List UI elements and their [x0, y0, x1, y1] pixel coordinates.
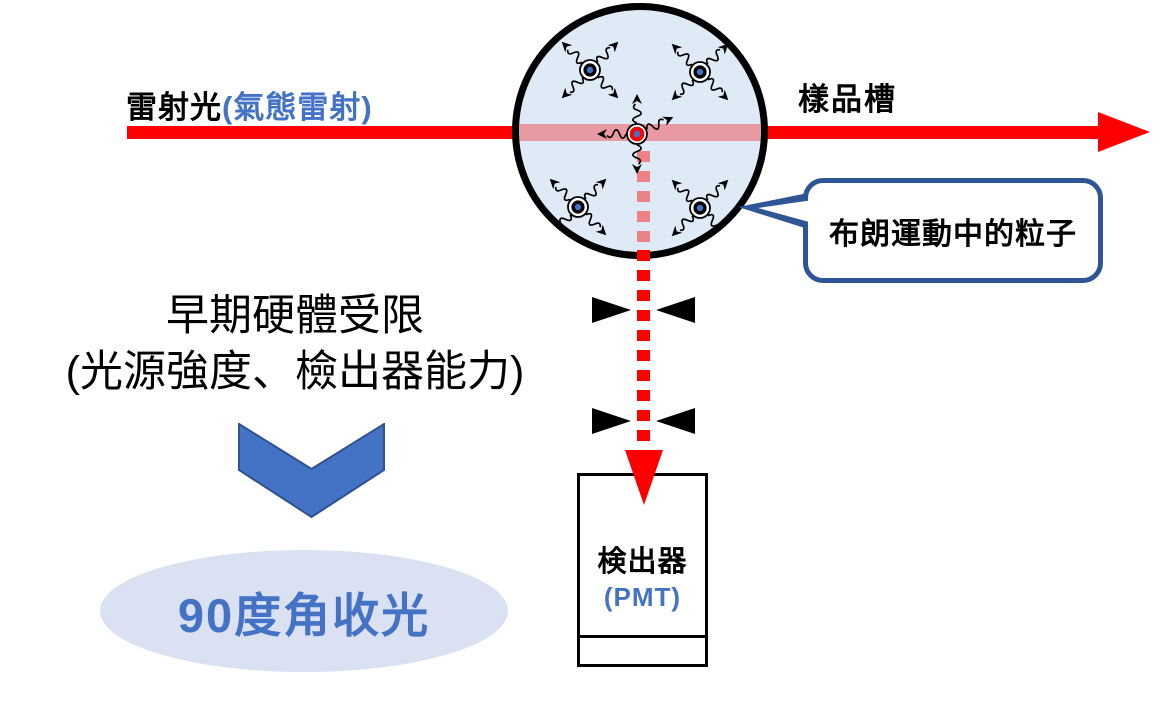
sample-cell: [512, 3, 768, 259]
callout-text: 布朗運動中的粒子: [829, 217, 1077, 251]
sample-cell-label: 樣品槽: [798, 82, 897, 117]
particle: [557, 37, 623, 103]
detector-name: 検出器: [597, 546, 688, 578]
callout-tail-fill: [758, 200, 813, 223]
chevron-down-icon: [238, 423, 385, 518]
limitation-note-line1: 早期硬體受限: [166, 292, 424, 340]
scattered-beam-arrowhead-icon: [625, 450, 663, 505]
aperture-slit-left-icon: [592, 408, 631, 434]
scattered-beam-dashed-line: [637, 250, 650, 450]
conclusion-ellipse: 90度角收光: [100, 550, 508, 672]
limitation-note: 早期硬體受限 (光源強度、檢出器能力): [5, 288, 585, 400]
detector-type: (PMT): [603, 582, 682, 612]
scattering-particle: [596, 93, 677, 175]
particle: [545, 174, 611, 240]
detector-base: [580, 635, 705, 664]
aperture-slit-left-icon: [592, 297, 631, 323]
laser-label: 雷射光(氣態雷射): [126, 82, 373, 127]
limitation-note-line2: (光源強度、檢出器能力): [65, 348, 525, 396]
sample-cell-contents: [519, 37, 761, 252]
particle: [667, 175, 733, 241]
laser-label-blue: (氣態雷射): [222, 90, 373, 125]
brownian-motion-callout: 布朗運動中的粒子: [738, 178, 1103, 283]
detector-box: 検出器 (PMT): [577, 473, 708, 667]
particle: [667, 39, 733, 105]
laser-label-black: 雷射光: [126, 90, 222, 125]
aperture-slit-right-icon: [656, 297, 695, 323]
laser-beam-arrowhead-icon: [1098, 112, 1150, 152]
aperture-slit-right-icon: [656, 408, 695, 434]
conclusion-text: 90度角收光: [177, 588, 431, 642]
